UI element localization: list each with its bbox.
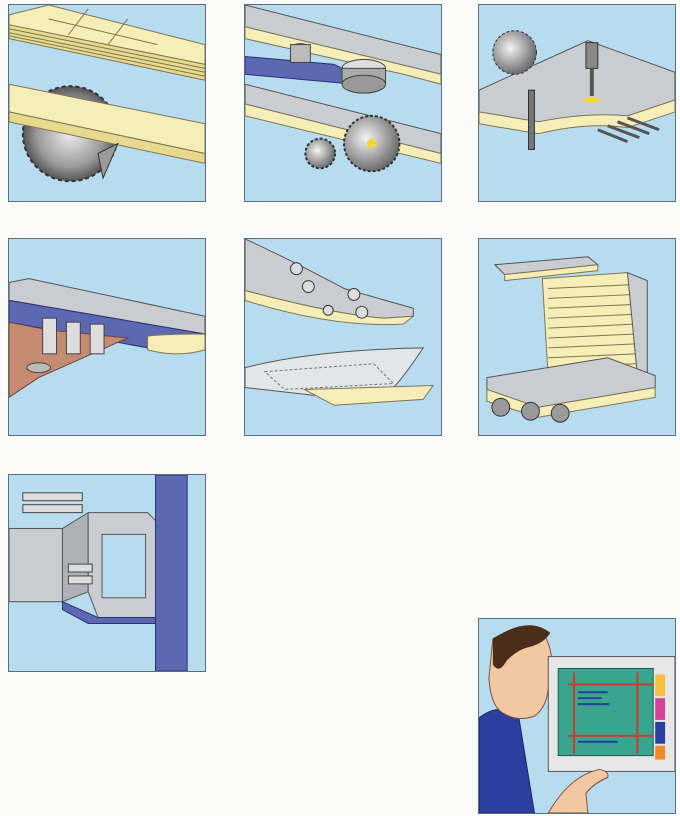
laminating-tile <box>244 238 442 436</box>
saw-cutting-tile <box>8 4 206 202</box>
edge-banding-tile <box>8 238 206 436</box>
circular-saw-icon <box>9 5 205 201</box>
drilling-tile <box>478 4 676 202</box>
laminate-icon <box>245 239 441 435</box>
edge-trimming-tile <box>244 4 442 202</box>
edge-band-icon <box>9 239 205 435</box>
operator-monitor-icon <box>479 619 675 813</box>
panel-stacking-tile <box>478 238 676 436</box>
assembly-frame-tile <box>8 474 206 672</box>
cutter-heads-icon <box>245 5 441 201</box>
stack-icon <box>479 239 675 435</box>
frame-assembly-icon <box>9 475 205 671</box>
drill-icon <box>479 5 675 201</box>
operator-control-tile <box>478 618 676 814</box>
